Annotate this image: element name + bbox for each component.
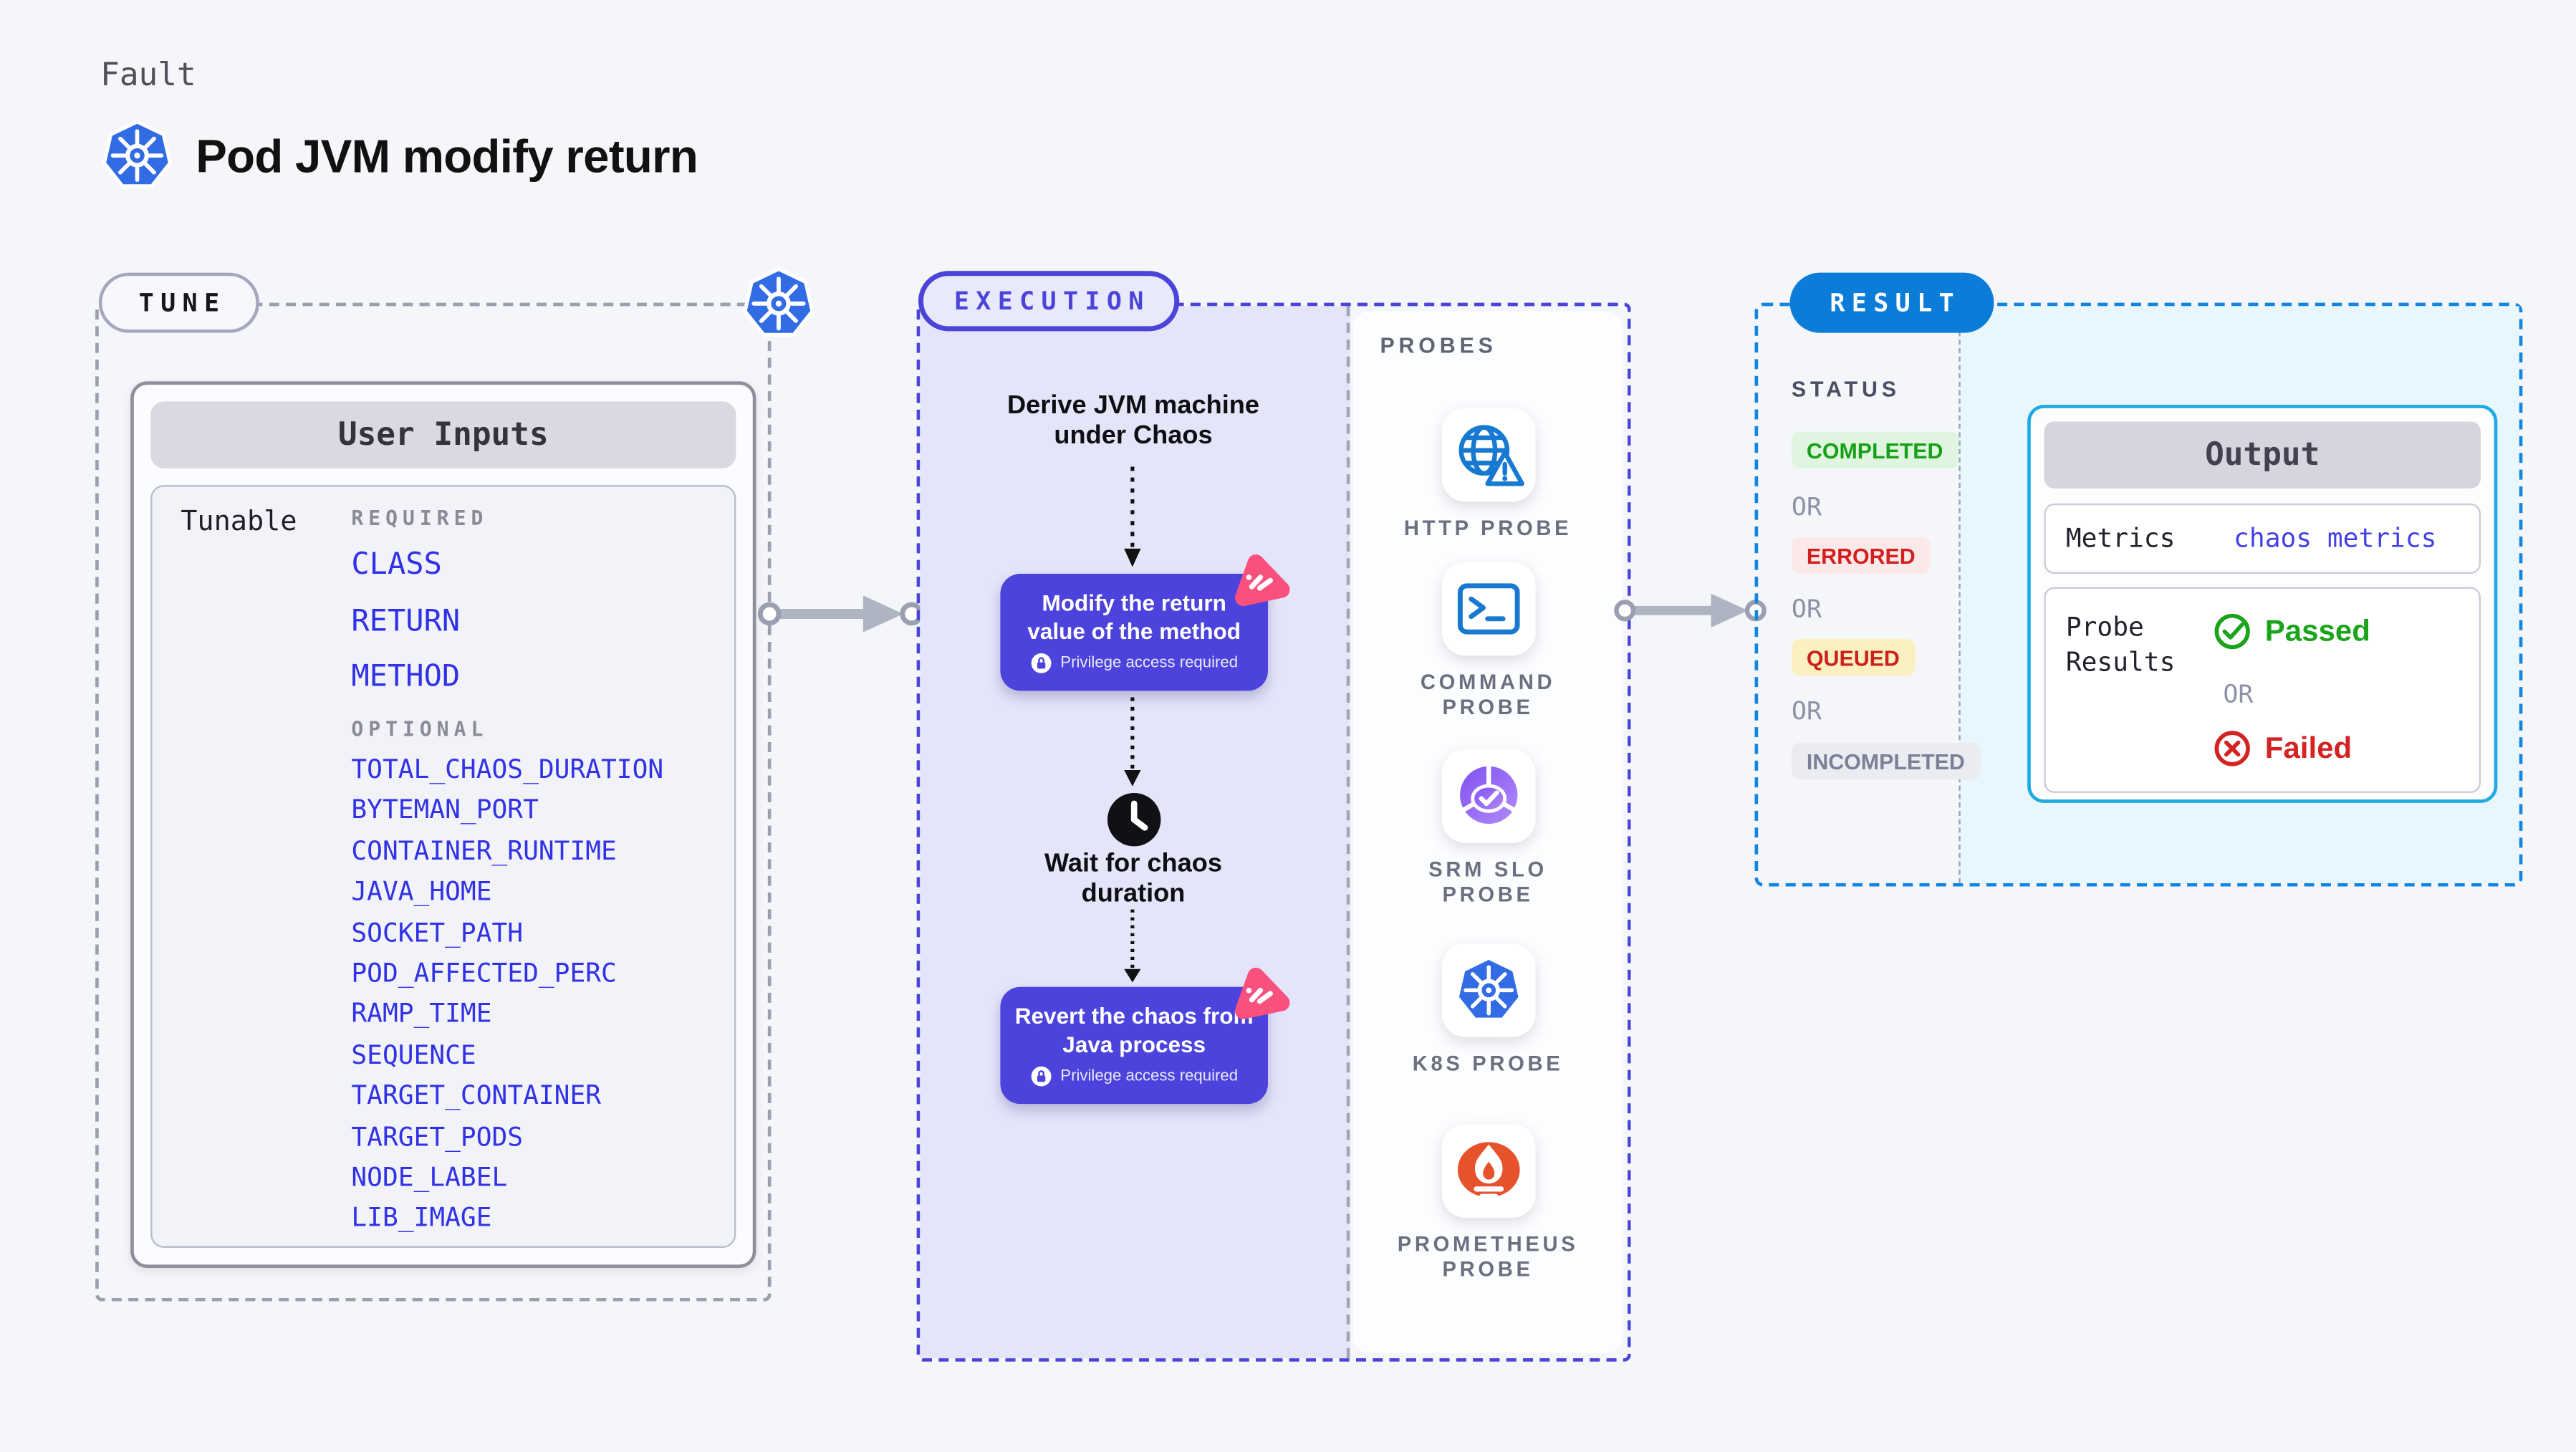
- tunable-item: RAMP_TIME: [351, 999, 492, 1029]
- lock-icon: [1030, 1065, 1052, 1087]
- flow-arrow-icon: [1123, 908, 1143, 984]
- metrics-row: Metrics chaos metrics: [2044, 503, 2481, 574]
- page-title: Pod JVM modify return: [196, 130, 698, 183]
- revert-chaos-node: Revert the chaos from Java process Privi…: [1000, 987, 1268, 1105]
- tunable-item: POD_AFFECTED_PERC: [351, 958, 617, 989]
- probe-item-k8s: K8S PROBE: [1353, 943, 1623, 1077]
- failed-status: Failed: [2213, 729, 2352, 768]
- status-badge-queued: QUEUED: [1791, 639, 1915, 676]
- tunable-row-label: Tunable: [181, 505, 297, 537]
- tunable-item: TOTAL_CHAOS_DURATION: [351, 754, 664, 785]
- status-label: STATUS: [1791, 376, 1900, 402]
- probe-item-command: COMMAND PROBE: [1353, 562, 1623, 719]
- execution-section: Derive JVM machine under Chaos Modify th…: [916, 271, 1631, 1362]
- tunable-item: TARGET_PODS: [351, 1122, 524, 1153]
- kubernetes-icon: [741, 266, 816, 341]
- privilege-note: Privilege access required: [1030, 653, 1238, 674]
- terminal-icon: [1453, 574, 1523, 644]
- tunable-item: RETURN: [351, 603, 461, 640]
- status-badge-errored: ERRORED: [1791, 537, 1931, 574]
- wait-step-text: Wait for chaos duration: [1044, 850, 1223, 908]
- probe-results-row: Probe Results Passed OR Failed: [2044, 587, 2481, 793]
- chaos-logo-icon: [1224, 544, 1295, 616]
- execution-to-result-arrow: [1613, 589, 1767, 633]
- tunable-item: NODE_LABEL: [351, 1162, 508, 1193]
- tunable-item: CLASS: [351, 547, 442, 582]
- lock-icon: [1030, 653, 1052, 674]
- kubernetes-icon: [100, 119, 174, 193]
- result-section: STATUS COMPLETED OR ERRORED OR QUEUED OR…: [1754, 272, 2523, 887]
- tunable-item: JAVA_HOME: [351, 876, 492, 907]
- execution-pill: EXECUTION: [918, 271, 1180, 332]
- passed-status: Passed: [2213, 612, 2370, 651]
- probes-panel: PROBES HTTP PROBE COMMAND PROBE SRM SLO …: [1353, 311, 1623, 1354]
- tunable-item: SOCKET_PATH: [351, 918, 524, 949]
- probe-item-http: HTTP PROBE: [1353, 408, 1623, 542]
- or-label: OR: [1791, 696, 1822, 726]
- tunable-item: LIB_IMAGE: [351, 1202, 492, 1233]
- modify-return-title: Modify the return value of the method: [1027, 590, 1241, 643]
- modify-return-node: Modify the return value of the method Pr…: [1000, 574, 1268, 691]
- flow-arrow-icon: [1123, 696, 1143, 787]
- kubernetes-icon: [1453, 955, 1523, 1025]
- flow-arrow-icon: [1123, 465, 1143, 569]
- x-circle-icon: [2213, 729, 2251, 768]
- check-circle-icon: [2213, 612, 2251, 651]
- tune-pill: TUNE: [98, 272, 259, 333]
- privilege-note: Privilege access required: [1030, 1065, 1238, 1087]
- metrics-label: Metrics: [2065, 523, 2176, 554]
- output-card: Output Metrics chaos metrics Probe Resul…: [2027, 405, 2498, 803]
- metrics-value: chaos metrics: [2234, 523, 2437, 554]
- probe-item-srm-slo: SRM SLO PROBE: [1353, 749, 1623, 906]
- tunable-item: BYTEMAN_PORT: [351, 794, 539, 825]
- required-label: REQUIRED: [351, 506, 489, 531]
- tune-to-execution-arrow: [756, 592, 923, 636]
- or-label: OR: [2223, 679, 2254, 710]
- probes-label: PROBES: [1380, 332, 1497, 358]
- optional-label: OPTIONAL: [351, 717, 489, 741]
- user-inputs-card: User Inputs Tunable REQUIRED CLASS RETUR…: [130, 381, 756, 1269]
- status-badge-completed: COMPLETED: [1791, 431, 1959, 468]
- result-pill: RESULT: [1789, 272, 1994, 333]
- fault-label: Fault: [100, 57, 196, 94]
- probe-item-prometheus: PROMETHEUS PROBE: [1353, 1124, 1623, 1281]
- derive-step-text: Derive JVM machine under Chaos: [1006, 391, 1260, 451]
- prometheus-flame-icon: [1451, 1134, 1525, 1208]
- revert-chaos-title: Revert the chaos from Java process: [1014, 1004, 1254, 1057]
- user-inputs-title: User Inputs: [150, 401, 736, 468]
- tunable-item: CONTAINER_RUNTIME: [351, 836, 617, 867]
- tunable-panel: Tunable REQUIRED CLASS RETURN METHOD OPT…: [150, 485, 736, 1248]
- chaos-logo-icon: [1224, 958, 1295, 1029]
- tunable-item: METHOD: [351, 659, 461, 695]
- globe-alert-icon: [1451, 418, 1525, 492]
- output-title: Output: [2044, 421, 2481, 489]
- or-label: OR: [1791, 593, 1822, 624]
- slo-pie-check-icon: [1451, 759, 1525, 833]
- probe-results-label: Probe Results: [2065, 612, 2176, 678]
- tunable-item: TARGET_CONTAINER: [351, 1080, 602, 1111]
- or-label: OR: [1791, 491, 1822, 522]
- execution-flow-panel: Derive JVM machine under Chaos Modify th…: [920, 306, 1350, 1359]
- tunable-item: SEQUENCE: [351, 1040, 476, 1071]
- tune-section: TUNE: [95, 272, 772, 1302]
- status-badge-incompleted: INCOMPLETED: [1791, 742, 1980, 780]
- clock-icon: [1106, 792, 1163, 848]
